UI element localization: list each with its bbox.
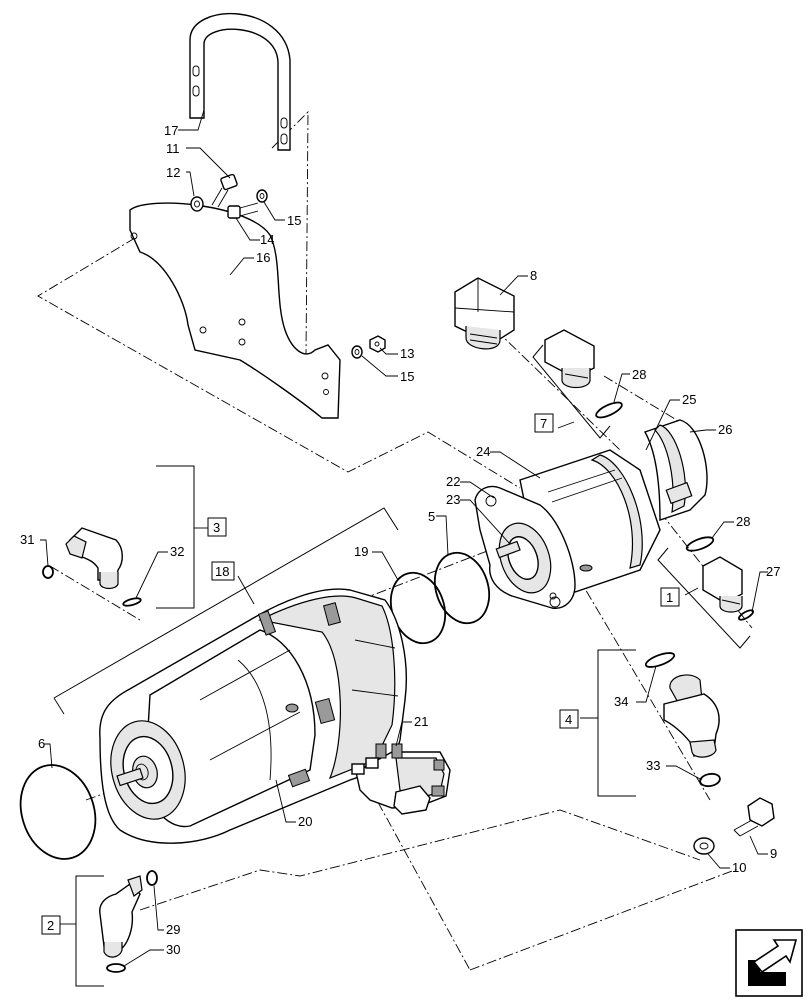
valve-block-21 xyxy=(351,743,451,815)
callout-18: 18 xyxy=(215,564,229,579)
main-pump-20 xyxy=(99,588,407,844)
callout-box-4 xyxy=(559,709,579,729)
callout-15b: 15 xyxy=(400,369,414,384)
callout-7: 7 xyxy=(540,416,547,431)
callout-box-1 xyxy=(660,587,680,607)
bolt-9 xyxy=(733,797,775,837)
u-bracket-part xyxy=(189,12,291,151)
callout-28a: 28 xyxy=(632,367,646,382)
kit-3-bracket xyxy=(156,465,195,609)
nut-13 xyxy=(369,335,386,353)
callout-box-3 xyxy=(207,517,227,537)
kit-7-bracket xyxy=(532,344,611,439)
washer-15b xyxy=(351,345,363,359)
callout-29: 29 xyxy=(166,922,180,937)
callout-3: 3 xyxy=(213,520,220,535)
callout-box-18 xyxy=(211,561,235,581)
callout-25: 25 xyxy=(682,392,696,407)
o-ring-28a xyxy=(595,401,623,419)
o-ring-27 xyxy=(738,609,754,621)
o-ring-32 xyxy=(122,597,142,607)
callout-26: 26 xyxy=(718,422,732,437)
fitting-8 xyxy=(454,277,515,350)
o-ring-31 xyxy=(42,565,54,579)
aux-pump-24-26 xyxy=(474,419,708,609)
o-ring-30 xyxy=(106,963,126,973)
washer-12 xyxy=(190,196,204,212)
bolt-11 xyxy=(211,173,238,208)
leader-lines xyxy=(40,109,768,967)
callout-14: 14 xyxy=(260,232,274,247)
callout-1: 1 xyxy=(666,590,673,605)
callout-10: 10 xyxy=(732,860,746,875)
fitting-7 xyxy=(544,329,595,389)
o-ring-33 xyxy=(699,772,721,788)
callout-4: 4 xyxy=(565,712,572,727)
callout-32: 32 xyxy=(170,544,184,559)
callout-28b: 28 xyxy=(736,514,750,529)
callout-27: 27 xyxy=(766,564,780,579)
kit-2-bracket xyxy=(75,875,104,987)
kit-1-bracket xyxy=(657,547,751,649)
o-ring-29 xyxy=(146,870,158,886)
next-page-arrow-icon[interactable] xyxy=(735,929,803,997)
callout-box-2 xyxy=(41,915,61,935)
callout-30: 30 xyxy=(166,942,180,957)
kit-18-bracket xyxy=(53,507,399,699)
callout-8: 8 xyxy=(530,268,537,283)
callout-16: 16 xyxy=(256,250,270,265)
callout-6: 6 xyxy=(38,736,45,751)
callout-24: 24 xyxy=(476,444,490,459)
callout-13: 13 xyxy=(400,346,414,361)
callout-11: 11 xyxy=(166,141,180,156)
callout-20: 20 xyxy=(298,814,312,829)
callout-33: 33 xyxy=(646,758,660,773)
callout-31: 31 xyxy=(20,532,34,547)
callout-2: 2 xyxy=(47,918,54,933)
fitting-1 xyxy=(702,556,743,613)
callout-21: 21 xyxy=(414,714,428,729)
callout-9: 9 xyxy=(770,846,777,861)
callout-19: 19 xyxy=(354,544,368,559)
callout-labels: 17 11 12 14 15 16 13 15 8 28 7 25 26 24 … xyxy=(20,123,780,957)
bolt-14 xyxy=(227,202,259,219)
callout-box-7 xyxy=(534,413,554,433)
callout-22: 22 xyxy=(446,474,460,489)
callout-23: 23 xyxy=(446,492,460,507)
elbow-4 xyxy=(663,674,720,758)
callout-12: 12 xyxy=(166,165,180,180)
elbow-2 xyxy=(99,875,143,958)
callout-5: 5 xyxy=(428,509,435,524)
kit-4-bracket xyxy=(597,649,636,797)
washer-10 xyxy=(693,837,715,855)
callout-34: 34 xyxy=(614,694,628,709)
callout-17: 17 xyxy=(164,123,178,138)
o-ring-6 xyxy=(19,764,97,860)
o-ring-28b xyxy=(685,536,715,552)
washer-15a xyxy=(256,189,268,203)
o-ring-5 xyxy=(433,551,491,625)
o-ring-34 xyxy=(644,652,676,668)
mounting-plate-part xyxy=(129,202,341,419)
callout-15a: 15 xyxy=(287,213,301,228)
elbow-3 xyxy=(65,527,123,590)
